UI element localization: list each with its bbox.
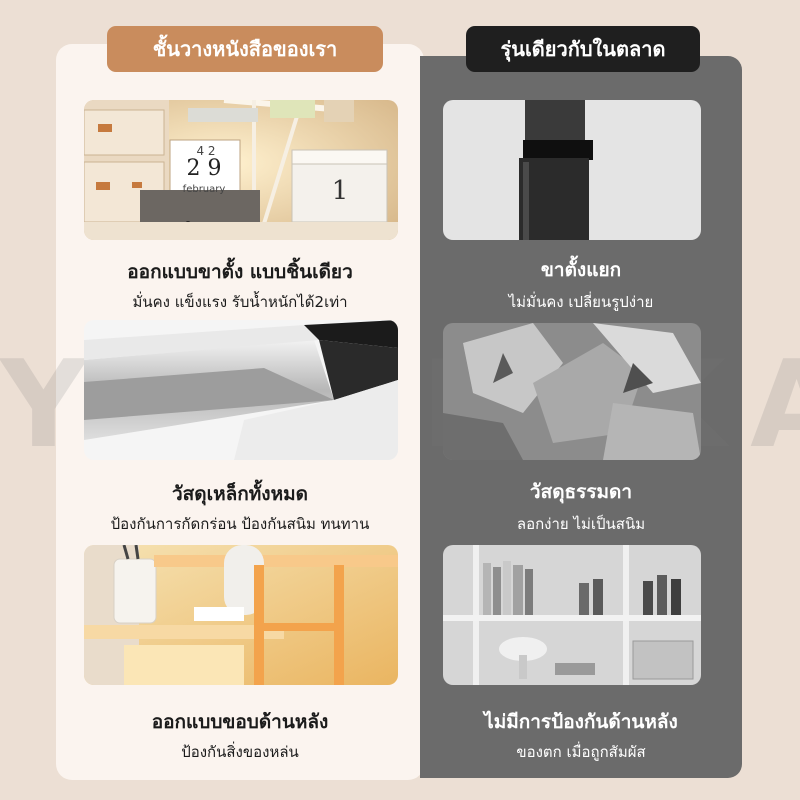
right-feature-2-title: วัสดุธรรมดา	[529, 481, 633, 503]
calendar-top-digits: 4 2	[196, 144, 216, 158]
left-feature-3-subtitle: ป้องกันสิ่งของหล่น	[181, 743, 299, 761]
right-feature-3-title: ไม่มีการป้องกันด้านหลัง	[484, 711, 678, 733]
no-back-protection-photo	[443, 545, 701, 685]
right-feature-2-subtitle: ลอกง่าย ไม่เป็นสนิม	[516, 515, 646, 533]
right-feature-3-subtitle: ของตก เมื่อถูกสัมผัส	[516, 743, 646, 761]
calendar-month: february	[182, 184, 226, 195]
left-feature-2-title: วัสดุเหล็กทั้งหมด	[172, 483, 308, 505]
left-feature-3-title: ออกแบบขอบด้านหลัง	[151, 711, 329, 733]
ordinary-material-photo	[443, 323, 701, 460]
all-steel-material-photo	[84, 320, 398, 460]
calendar-digits: 2 9	[186, 156, 222, 181]
left-feature-2-subtitle: ป้องกันการกัดกร่อน ป้องกันสนิม ทนทาน	[110, 515, 370, 533]
box-number: 1	[331, 176, 349, 206]
market-product-header: รุ่นเดียวกับในตลาด	[466, 26, 700, 72]
back-edge-photo	[84, 545, 398, 685]
separate-stand-photo	[443, 100, 701, 240]
our-product-header: ชั้นวางหนังสือของเรา	[107, 26, 383, 72]
left-feature-1-title: ออกแบบขาตั้ง แบบชิ้นเดียว	[127, 261, 353, 283]
right-feature-1-title: ขาตั้งแยก	[540, 259, 622, 281]
left-feature-1-subtitle: มั่นคง แข็งแรง รับน้ำหนักได้2เท่า	[132, 293, 348, 311]
one-piece-stand-photo: 4 2 2 9 february 1	[84, 100, 398, 240]
right-feature-1-subtitle: ไม่มั่นคง เปลี่ยนรูปง่าย	[508, 293, 654, 311]
